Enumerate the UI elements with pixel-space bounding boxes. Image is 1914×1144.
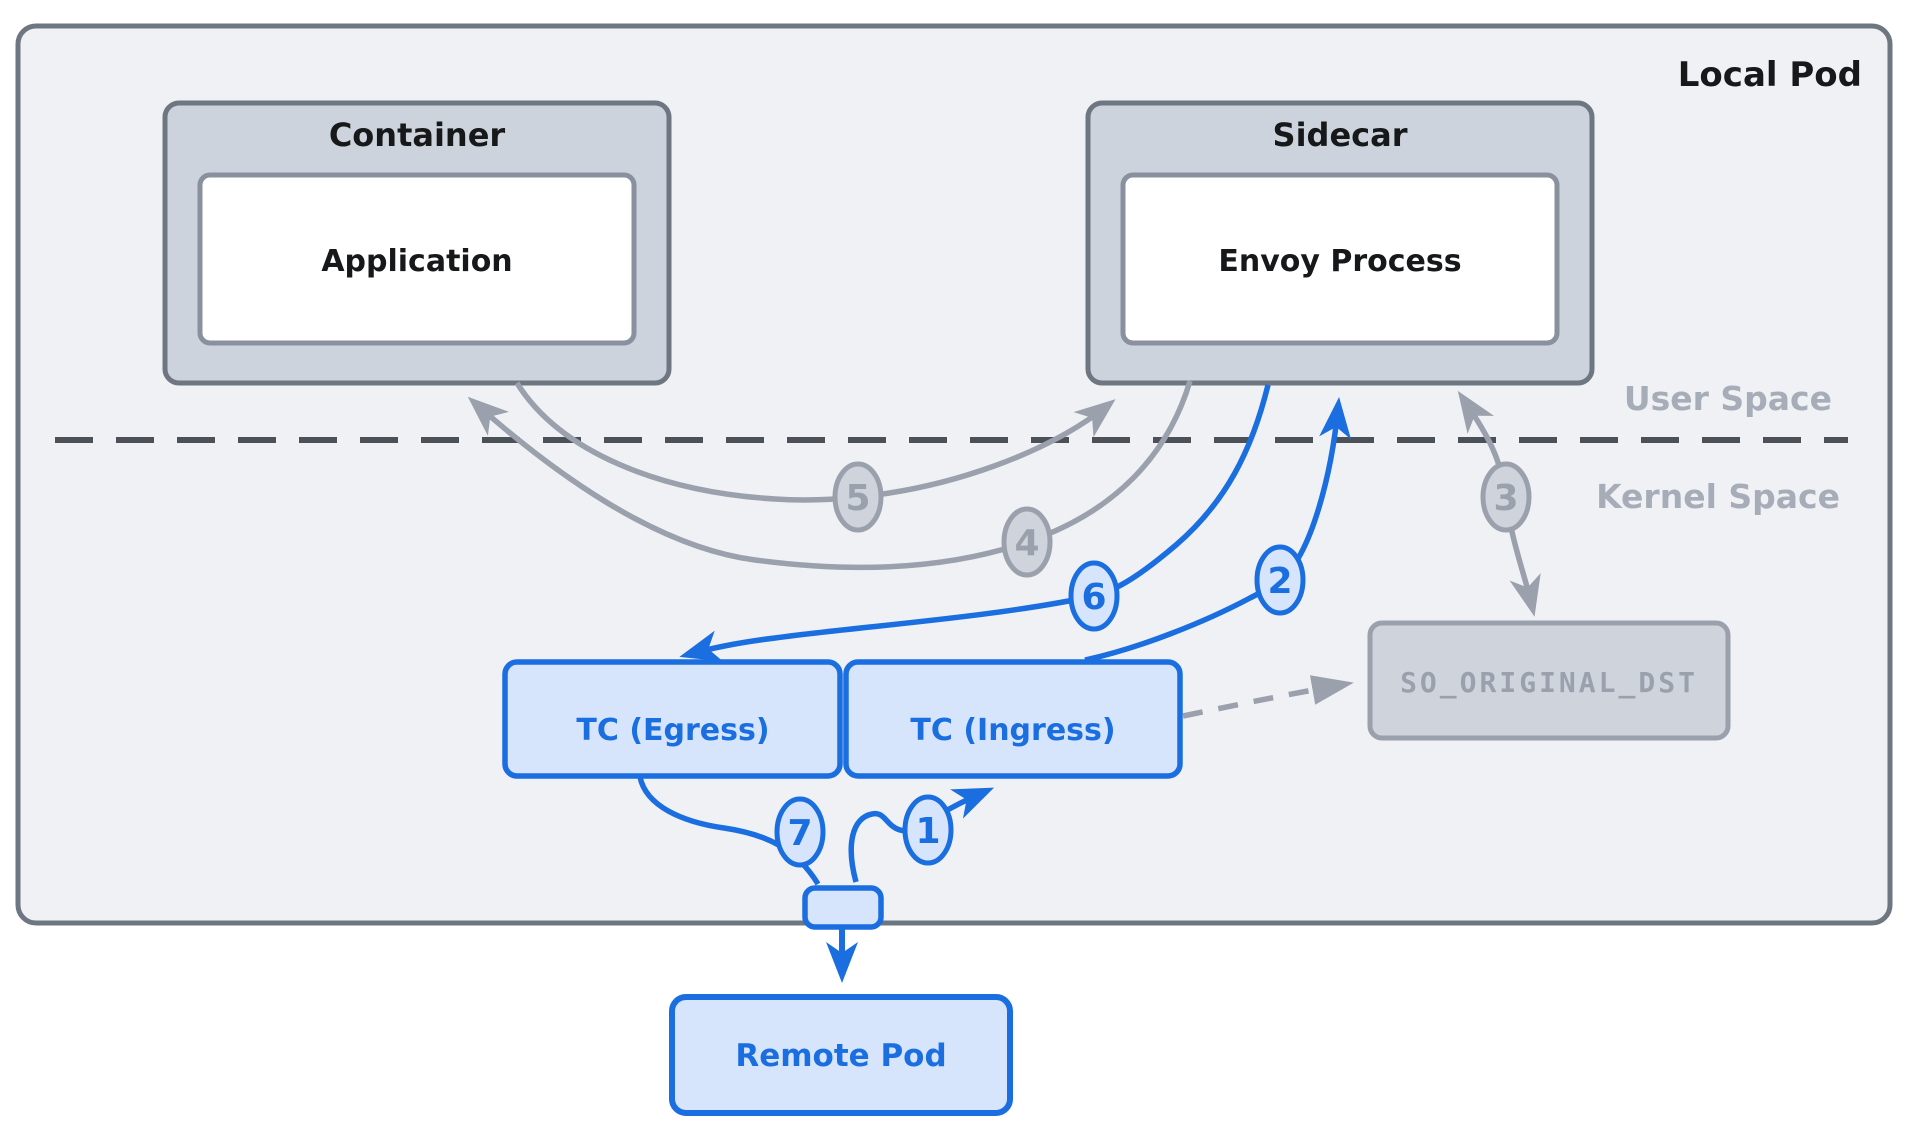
step-4-number: 4 xyxy=(1014,523,1039,564)
sidecar-node: Sidecar Envoy Process xyxy=(1085,100,1595,386)
step-7-number: 7 xyxy=(787,813,812,854)
tc-egress-box xyxy=(502,659,843,779)
step-1-number: 1 xyxy=(915,811,940,852)
nic-box xyxy=(802,885,884,930)
tc-ingress-box xyxy=(843,659,1183,779)
step-3-number: 3 xyxy=(1493,478,1518,519)
container-label: Container xyxy=(329,116,506,154)
step-badge-3: 3 xyxy=(1480,461,1532,533)
step-2-number: 2 xyxy=(1267,561,1292,602)
step-badge-6: 6 xyxy=(1068,560,1120,632)
container-node: Container Application xyxy=(162,100,672,386)
edge-5-application-to-sidecar xyxy=(514,381,1116,503)
step-badge-7: 7 xyxy=(774,796,826,868)
step-6-number: 6 xyxy=(1081,577,1106,618)
remote-pod-label: Remote Pod xyxy=(735,1038,946,1074)
sidecar-label: Sidecar xyxy=(1273,116,1408,154)
step-badge-1: 1 xyxy=(902,794,954,866)
step-5-number: 5 xyxy=(845,478,870,519)
step-badge-4: 4 xyxy=(1001,506,1053,578)
tc-ingress-label: TC (Ingress) xyxy=(910,713,1115,748)
local-pod-title: Local Pod xyxy=(1678,55,1862,95)
so-original-dst-label: SO_ORIGINAL_DST xyxy=(1400,666,1698,699)
envoy-label: Envoy Process xyxy=(1218,244,1461,279)
edge-tc-ingress-to-so-original-dst-dashed xyxy=(1182,675,1354,719)
user-space-label: User Space xyxy=(1624,379,1832,418)
edge-4-sidecar-to-application xyxy=(467,380,1193,571)
so-original-dst-box xyxy=(1367,620,1731,741)
application-box xyxy=(197,172,637,346)
remote-pod-box xyxy=(669,994,1013,1116)
application-label: Application xyxy=(321,244,512,279)
tc-egress-label: TC (Egress) xyxy=(576,713,769,748)
step-badge-5: 5 xyxy=(832,461,884,533)
envoy-box xyxy=(1120,172,1560,346)
kernel-space-label: Kernel Space xyxy=(1596,477,1840,516)
step-badge-2: 2 xyxy=(1254,544,1306,616)
